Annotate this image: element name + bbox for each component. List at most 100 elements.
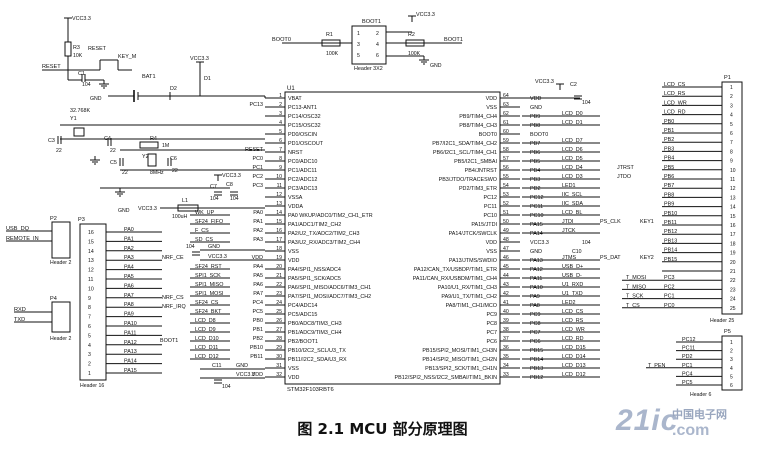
u1-left-pin-number: 6 [279, 138, 282, 144]
y1-crystal [73, 127, 85, 137]
u1-right-pin-number: 52 [503, 201, 509, 207]
u1-left-pin-number: 30 [276, 354, 282, 360]
u1-right-pin-number: 46 [503, 255, 509, 261]
p3-pin-number: 13 [88, 258, 94, 264]
u1-left-pin-number: 3 [279, 111, 282, 117]
u1-right-pin-name: PA13/JTMS/SWDIO [449, 258, 497, 264]
u1-right-pin-number: 58 [503, 147, 509, 153]
jtrst-label: JTRST [617, 165, 634, 171]
u1-part-number: STM32F103RBT6 [287, 387, 334, 393]
u1-right-net-label: PA9 [530, 294, 540, 300]
u1-right-pin-number: 56 [503, 165, 509, 171]
p1-pin-number: 9 [730, 159, 733, 165]
u1-left-pin-number: 23 [276, 291, 282, 297]
u1-left-pin-name: PD1/OSCOUT [288, 141, 324, 147]
u1-left-pin-number: 29 [276, 345, 282, 351]
u1-right-pin-number: 55 [503, 174, 509, 180]
u1-right-signal-label: USB_D- [562, 273, 582, 279]
boot-vcc-label: VCC3.3 [416, 12, 435, 18]
p5-net-label: PC11 [682, 346, 695, 352]
u1-left-signal-label: SF24_FIFO [195, 219, 223, 225]
p3-pin-number: 6 [88, 324, 91, 330]
boot-pin-number: 1 [357, 31, 360, 37]
p2-type: Header 2 [50, 260, 71, 266]
p1-pin-number: 16 [730, 223, 736, 229]
r4-value: 1M [162, 143, 169, 149]
u1-left-net-label: PC4 [253, 300, 264, 306]
p5-pin-number: 5 [730, 374, 733, 380]
u1-right-pin-name: PC9 [487, 312, 498, 318]
p1-type: Header 25 [710, 318, 734, 324]
u1-right-signal-label: LCD_D6 [562, 147, 583, 153]
r3-ref: R3 [73, 45, 80, 51]
p3-pin-number: 10 [88, 286, 94, 292]
u1-left-signal-label: LCD_D9 [195, 327, 216, 333]
u1-right-net-label: PB4 [530, 168, 540, 174]
u1-right-pin-name: PC10 [484, 213, 498, 219]
u1-left-signal-label: SF24_BKT [195, 309, 222, 315]
p5-pin-number: 4 [730, 366, 733, 372]
vdda-vcc-left: VCC3.3 [138, 206, 157, 212]
u1-left-pin-name: PB10/I2C2_SCL/U3_TX [288, 348, 346, 354]
u1-right-net-label: PB13 [530, 366, 543, 372]
u1-right-net-label: PB14 [530, 357, 543, 363]
u1-right-pin-number: 47 [503, 246, 509, 252]
d1-ref: D1 [204, 76, 211, 82]
p1-pin-number: 12 [730, 186, 736, 192]
u1-right-net-label: PC10 [530, 213, 544, 219]
u1-right-signal-label: LCD_D4 [562, 165, 583, 171]
boot1-net-label: BOOT1 [160, 338, 178, 344]
u1-left-net-label: PC2 [253, 174, 264, 180]
p2-net-label: USB_DQ [6, 226, 30, 232]
u1-right-pin-number: 45 [503, 264, 509, 270]
u1-left-signal-label: F_CS [195, 228, 209, 234]
u1-right-signal-label: U1_TXD [562, 291, 583, 297]
u1-left-pin-number: 21 [276, 273, 282, 279]
c6-value: 22 [172, 168, 178, 174]
p1-pin-number: 5 [730, 122, 733, 128]
p3-ref: P3 [78, 217, 85, 223]
p1-pin-number: 19 [730, 251, 736, 257]
u1-left-pin-name: PA4/SPI1_NSS/ADC4 [288, 267, 341, 273]
u1-left-signal-label: WK_UP [195, 210, 215, 216]
u1-right-signal-label: LCD_D0 [562, 111, 583, 117]
u1-right-pin-name: PC6 [487, 339, 498, 345]
u1-right-pin-name: PA8/TIM1_CH1/MCO [446, 303, 497, 309]
u1-right-pin-name: PC8 [487, 321, 498, 327]
u1-right-pin-name: PA14/JTCK/SWCLK [449, 231, 498, 237]
u1-left-pin-name: PB11/I2C2_SDA/U3_RX [288, 357, 347, 363]
u1-left-pin-number: 16 [276, 228, 282, 234]
u1-right-pin-number: 61 [503, 120, 509, 126]
p1-signal-label: PB7 [664, 183, 674, 189]
c1-value: 104 [82, 82, 91, 88]
u1-left-pin-name: PB2/BOOT1 [288, 339, 318, 345]
u1-right-pin-name: PC7 [487, 330, 498, 336]
u1-right-pin-name: PA12/CAN_TX/USBDP/TIM1_ETR [414, 267, 497, 273]
u1-right-signal-label: LCD_D7 [562, 138, 583, 144]
u1-right-net-label: PB9 [530, 114, 540, 120]
p3-pin-number: 15 [88, 239, 94, 245]
u1-left-pin-name: PA0 WKUP/ADC0/TIM2_CH1_ETR [288, 213, 373, 219]
u1-left-pin-name: PA7/SPI1_MOSI/ADC7/TIM3_CH2 [288, 294, 371, 300]
u1-left-pin-number: 22 [276, 282, 282, 288]
p5-pin-number: 6 [730, 383, 733, 389]
u1-left-pin-number: 7 [279, 147, 282, 153]
nrf-ce-label: NRF_CE [162, 255, 184, 261]
p3-net-label: PA11 [124, 330, 136, 336]
u1-right-signal-label: JTCK [562, 228, 576, 234]
p1-side-label: T_CS [626, 303, 640, 309]
u1-right-signal-label: JTMS [562, 255, 576, 261]
p1-signal-label: LCD_WR [664, 100, 687, 106]
u1-left-signal-label: SF24_RST [195, 264, 222, 270]
u1-left-net-label: PA1 [253, 219, 263, 225]
p1-signal-label: LCD_RS [664, 91, 686, 97]
u1-right-signal-label: LCD_D3 [562, 174, 583, 180]
u1-right-pin-name: PB7/I2C1_SDA/TIM4_CH2 [432, 141, 497, 147]
u1-right-pin-number: 62 [503, 111, 509, 117]
p1-pin-number: 14 [730, 205, 736, 211]
u1-right-signal-label: LCD_RD [562, 336, 584, 342]
p3-net-label: PA1 [124, 236, 134, 242]
p4-header [51, 301, 71, 333]
c11-ref: C11 [212, 363, 222, 369]
vss18-gnd-label: GND [208, 244, 220, 250]
